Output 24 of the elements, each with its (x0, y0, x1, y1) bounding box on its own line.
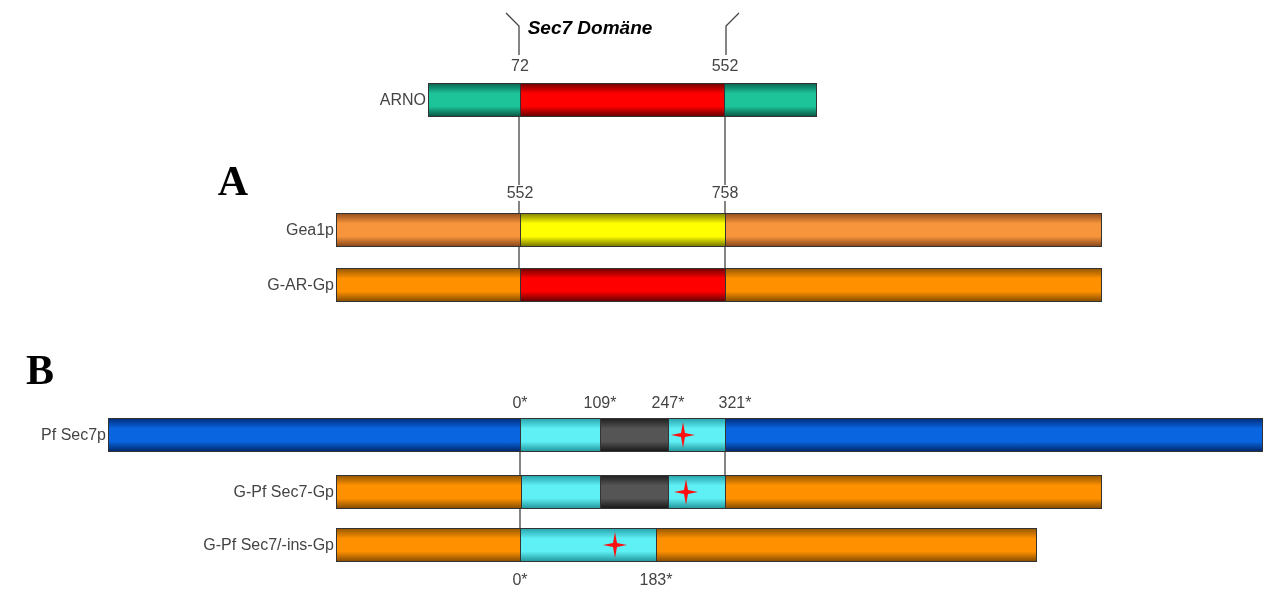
position-number: 183* (637, 572, 675, 588)
position-number: 72 (509, 58, 531, 74)
panel-letter: B (26, 349, 54, 391)
protein-name: ARNO (379, 90, 427, 110)
panel-letter: A (217, 160, 249, 202)
protein-name: G-AR-Gp (267, 275, 335, 295)
domain-heading: Sec7 Domäne (527, 17, 653, 37)
position-number: 552 (504, 185, 536, 201)
protein-name: G-Pf Sec7/-ins-Gp (203, 535, 335, 555)
position-number: 552 (709, 58, 741, 74)
position-number: 321* (716, 395, 754, 411)
protein-name: Gea1p (285, 220, 335, 240)
alignment-line (519, 451, 521, 476)
protein-name: Pf Sec7p (41, 425, 107, 445)
position-number: 758 (709, 185, 741, 201)
position-number: 109* (581, 395, 619, 411)
position-number: 0* (510, 572, 530, 588)
alignment-line (518, 246, 520, 269)
protein-name: G-Pf Sec7-Gp (233, 482, 335, 502)
alignment-line (724, 246, 726, 269)
position-number: 247* (649, 395, 687, 411)
alignment-line (519, 508, 521, 529)
alignment-line (724, 451, 726, 476)
position-number: 0* (510, 395, 530, 411)
